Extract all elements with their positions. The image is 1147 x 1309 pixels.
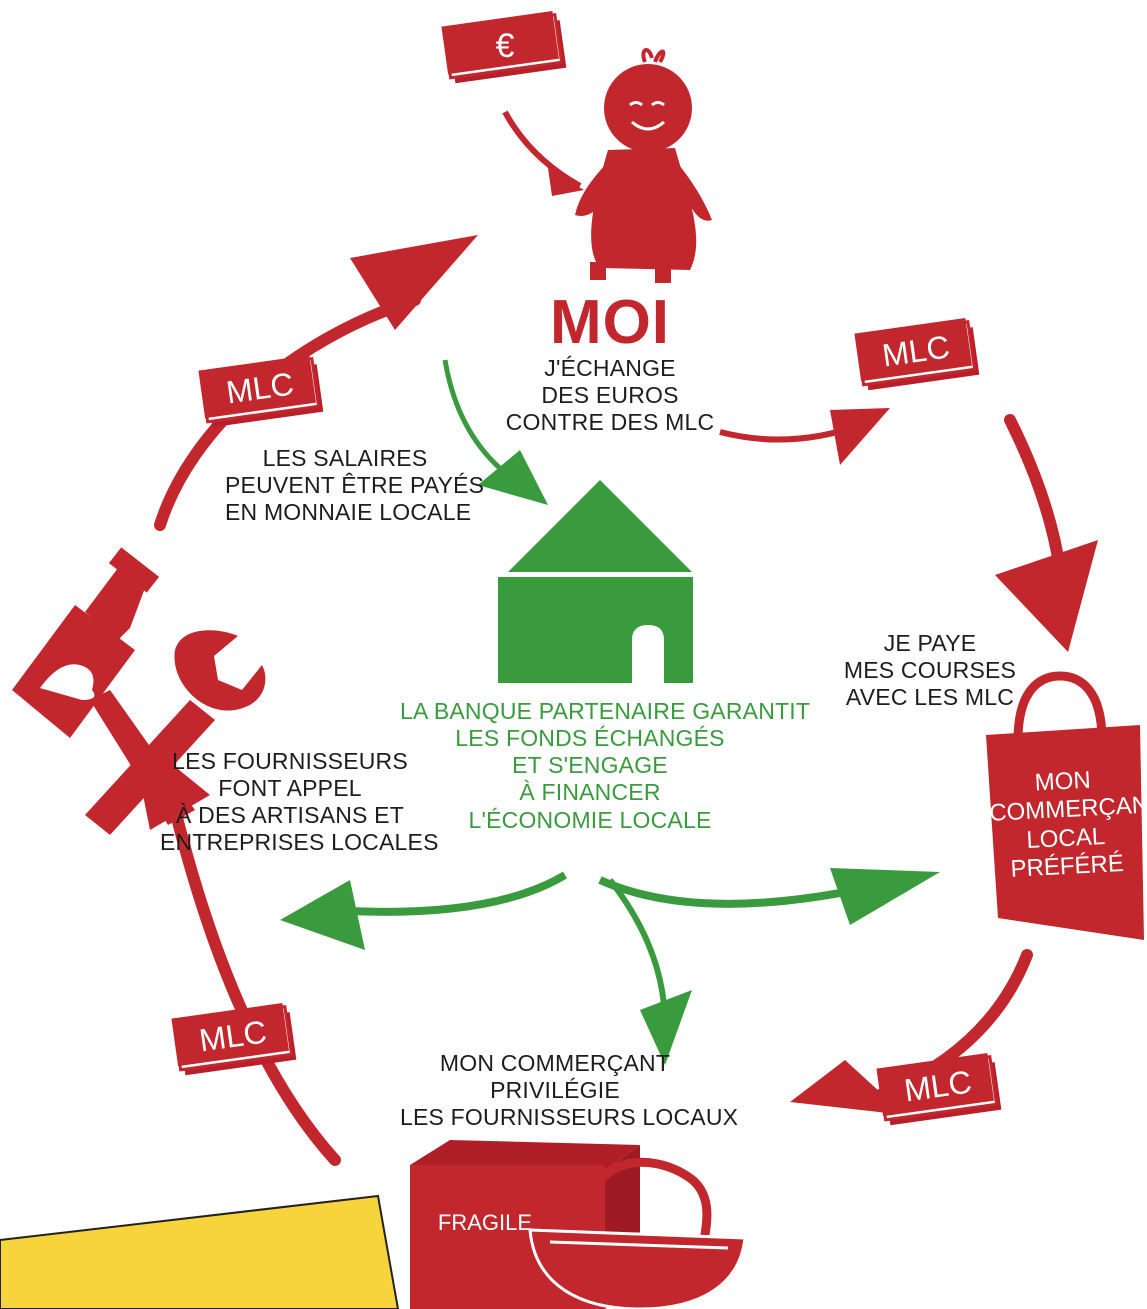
yellow-note [0,1194,400,1309]
bank-line: LA BANQUE PARTENAIRE GARANTIT [400,698,811,724]
moi-line: DES EUROS [541,382,679,409]
box-fragile-label: FRAGILE [437,1210,533,1235]
suppliers-description: MON COMMERÇANT PRIVILÉGIE LES FOURNISSEU… [400,1050,739,1131]
salaries-line: EN MONNAIE LOCALE [225,499,472,526]
shopping-line: AVEC LES MLC [845,684,1015,711]
arrow-icon [607,878,692,1065]
house-icon [498,480,693,683]
shopping-line: MES COURSES [843,657,1017,684]
shopping-bag-icon [986,671,1144,940]
person-icon [575,47,712,283]
salaries-line: LES SALAIRES [262,445,428,471]
arrow-icon [280,871,568,950]
shopping-line: JE PAYE [883,630,977,656]
suppliers-line: LES FOURNISSEURS LOCAUX [400,1104,739,1131]
shop-bag-label: MON COMMERÇANT LOCAL PRÉFÉRÉ [987,764,1147,885]
arrow-icon [598,868,940,925]
bank-line: ET S'ENGAGE [512,752,668,779]
suppliers-line: MON COMMERÇANT [439,1050,671,1076]
artisans-line: LES FOURNISSEURS [172,748,408,774]
arrow-icon [502,110,584,196]
moi-title: MOI [549,288,671,357]
moi-description: J'ÉCHANGE DES EUROS CONTRE DES MLC [500,355,720,436]
suppliers-line: PRIVILÉGIE [490,1077,620,1104]
moi-line: CONTRE DES MLC [505,409,715,436]
euro-symbol: € [495,27,515,65]
shopping-description: JE PAYE MES COURSES AVEC LES MLC [830,630,1030,711]
bank-description: LA BANQUE PARTENAIRE GARANTIT LES FONDS … [400,698,811,834]
basket-icon [528,1157,747,1309]
artisans-line: À DES ARTISANS ET [176,802,404,829]
arrow-icon [719,408,890,465]
artisans-line: ENTREPRISES LOCALES [160,829,439,856]
wrench-icon [85,630,266,835]
arrow-icon [995,414,1098,652]
moi-line: J'ÉCHANGE [544,355,676,381]
salaries-line: PEUVENT ÊTRE PAYÉS [225,472,485,499]
artisans-description: LES FOURNISSEURS FONT APPEL À DES ARTISA… [160,748,439,857]
artisans-line: FONT APPEL [218,775,362,802]
bank-line: À FINANCER [519,779,661,806]
bank-line: L'ÉCONOMIE LOCALE [468,806,712,833]
bank-line: LES FONDS ÉCHANGÉS [455,725,725,752]
salaries-description: LES SALAIRES PEUVENT ÊTRE PAYÉS EN MONNA… [225,445,485,526]
arrow-icon [442,359,548,505]
